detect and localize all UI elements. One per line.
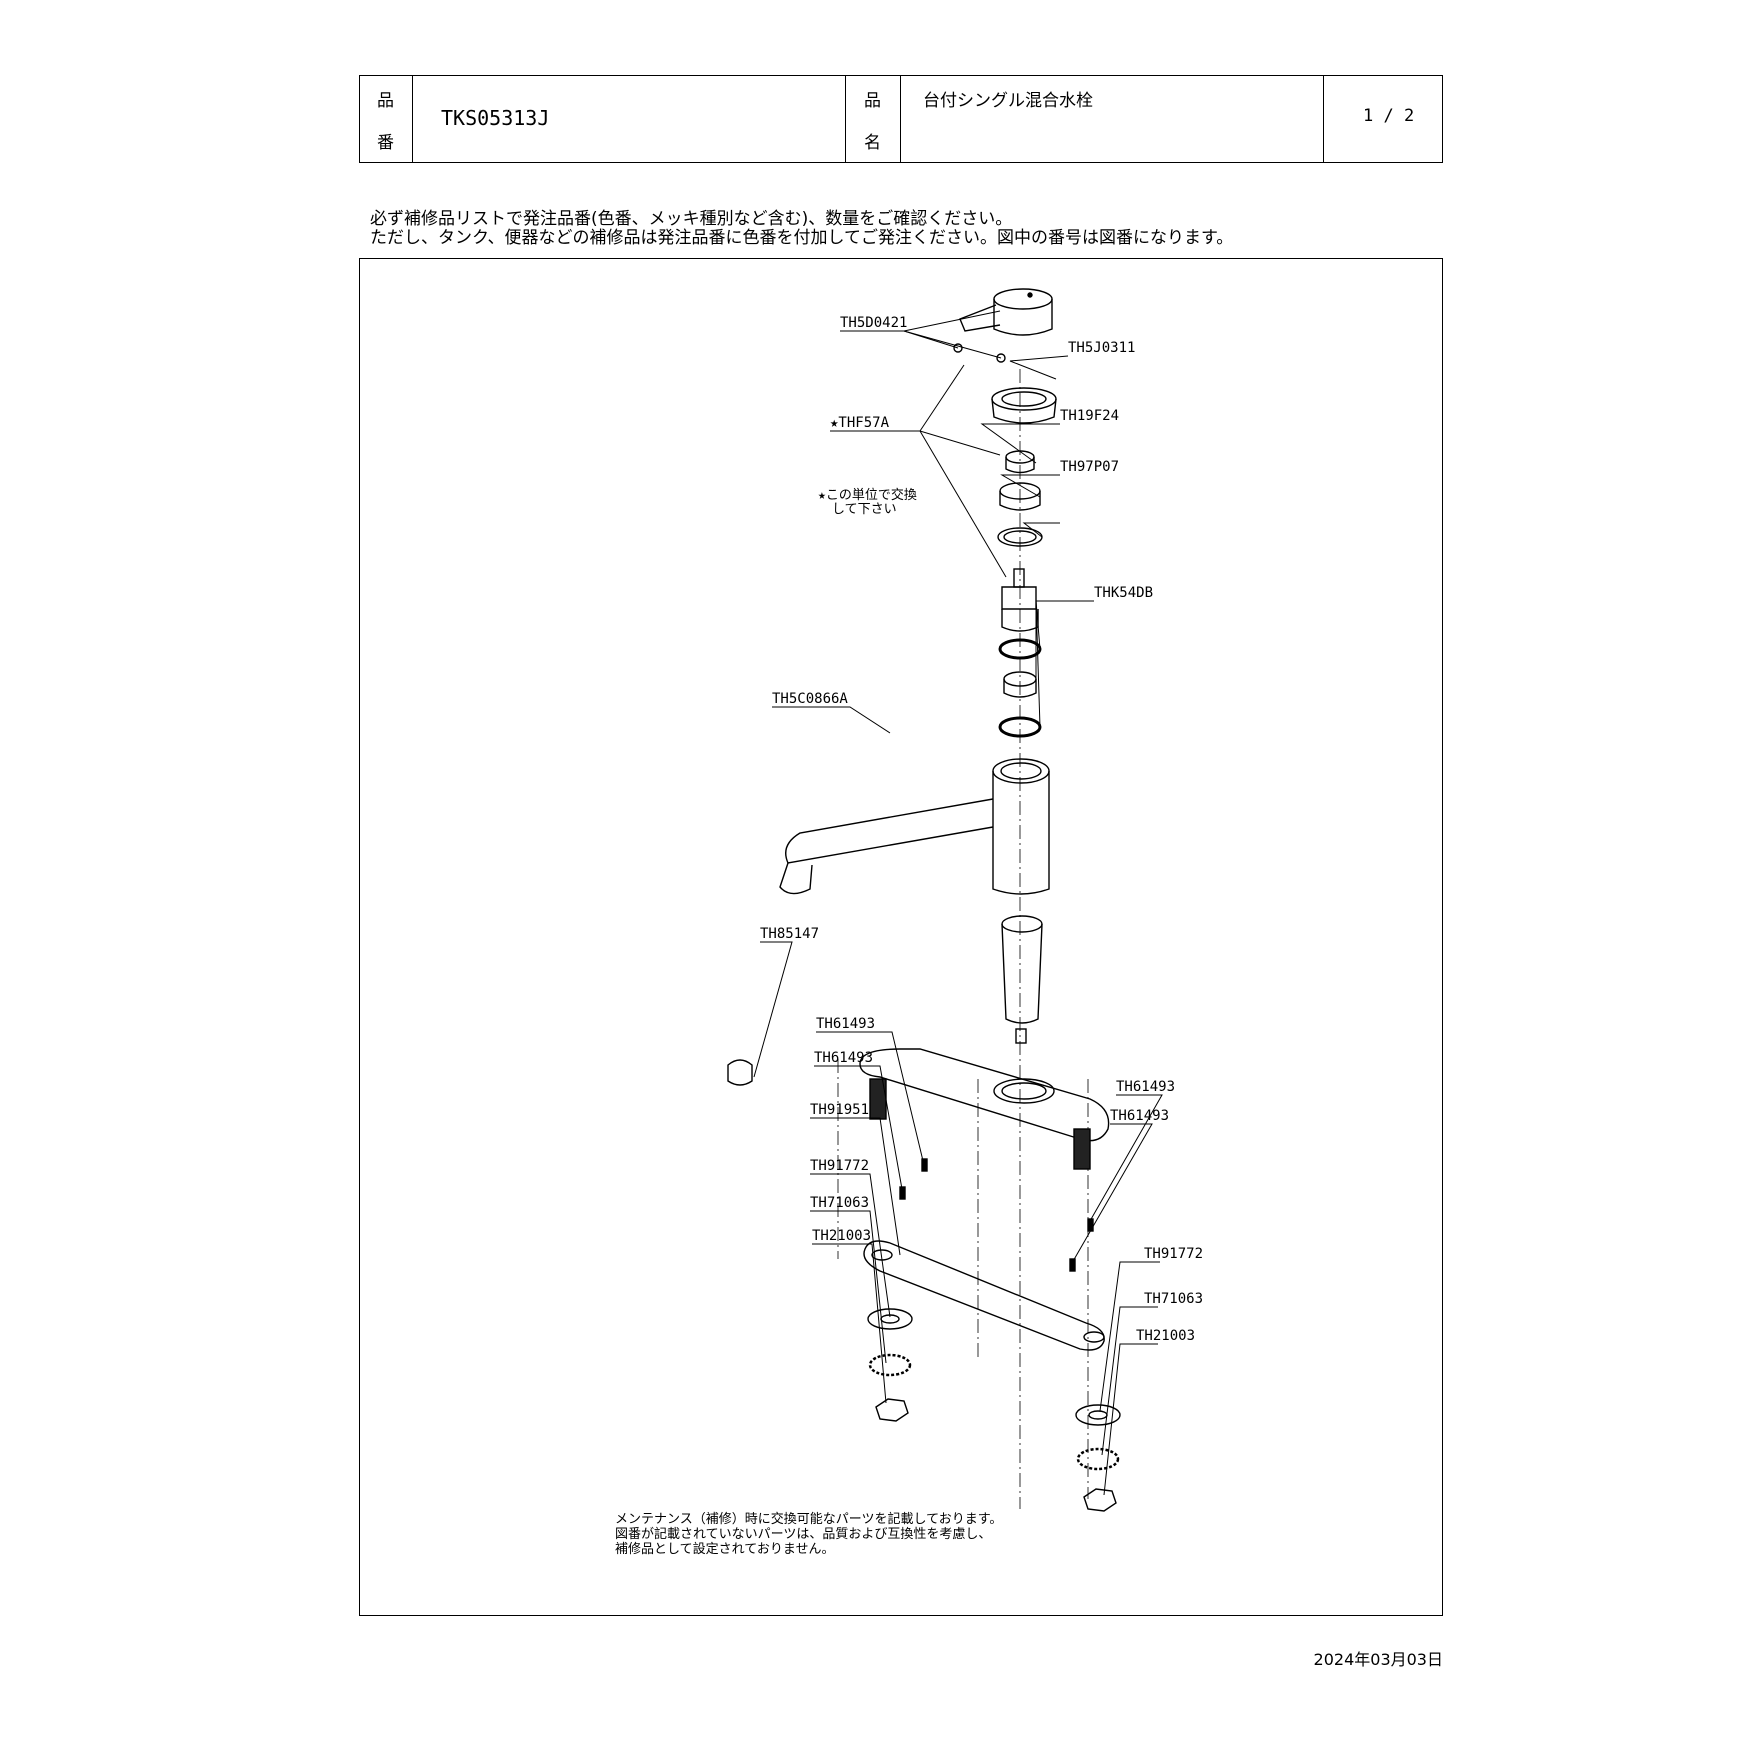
name-label-2: 名 — [864, 133, 881, 153]
note-line-1: 必ず補修品リストで発注品番(色番、メッキ種別など含む)、数量をご確認ください。 — [370, 209, 1013, 229]
part-no-label-1: 品 — [377, 91, 394, 111]
part-label: TH21003 — [1136, 1328, 1195, 1344]
small-screws — [899, 1158, 1094, 1272]
part-label: TH91772 — [1144, 1246, 1203, 1262]
exploded-diagram-frame: TH5D0421 TH5J0311 ★THF57A TH19F24 TH97P0… — [359, 258, 1443, 1616]
nut-ring — [999, 482, 1041, 511]
base-plate — [859, 1048, 1110, 1142]
product-name: 台付シングル混合水栓 — [923, 91, 1093, 111]
faucet-body — [779, 758, 1050, 895]
maintenance-note: メンテナンス（補修）時に交換可能なパーツを記載しております。 図番が記載されてい… — [615, 1512, 1002, 1557]
hex-nut-left — [875, 1398, 909, 1422]
part-label: TH91772 — [810, 1158, 869, 1174]
unit-note-line-2: して下さい — [832, 502, 897, 517]
part-label: TH5D0421 — [840, 315, 907, 331]
hex-nut-right — [1083, 1488, 1117, 1512]
part-label: TH61493 — [1110, 1108, 1169, 1124]
name-label-1: 品 — [864, 91, 881, 111]
shank — [1001, 915, 1043, 1044]
screw-pin — [953, 343, 1006, 363]
part-no-label-2: 番 — [377, 133, 394, 153]
maintenance-note-line-3: 補修品として設定されておりません。 — [615, 1542, 835, 1557]
part-label: TH5J0311 — [1068, 340, 1135, 356]
leader-lines — [753, 310, 1163, 1496]
part-number: TKS05313J — [441, 106, 550, 130]
lock-ring-left — [868, 1353, 912, 1377]
order-notes: 必ず補修品リストで発注品番(色番、メッキ種別など含む)、数量をご確認ください。 … — [370, 210, 1233, 248]
part-label: TH91951 — [810, 1102, 869, 1118]
divider — [1323, 76, 1324, 162]
part-label: TH21003 — [812, 1228, 871, 1244]
divider — [900, 76, 901, 162]
part-label: TH71063 — [1144, 1291, 1203, 1307]
part-label: TH61493 — [814, 1050, 873, 1066]
part-label: TH61493 — [816, 1016, 875, 1032]
maintenance-note-line-1: メンテナンス（補修）時に交換可能なパーツを記載しております。 — [615, 1512, 1003, 1527]
part-label: THK54DB — [1094, 585, 1153, 601]
part-label: TH71063 — [810, 1195, 869, 1211]
lock-ring-right — [1076, 1447, 1120, 1471]
divider — [412, 76, 413, 162]
part-label: ★THF57A — [830, 415, 890, 431]
part-label: TH19F24 — [1060, 408, 1119, 424]
part-label: TH85147 — [760, 926, 819, 942]
issue-date: 2024年03月03日 — [1313, 1650, 1443, 1669]
part-label: TH61493 — [1116, 1079, 1175, 1095]
unit-note-line-1: ★この単位で交換 — [818, 487, 917, 503]
title-block: 品 番 TKS05313J 品 名 台付シングル混合水栓 1 / 2 — [359, 75, 1443, 163]
note-line-2: ただし、タンク、便器などの補修品は発注品番に色番を付加してご発注ください。図中の… — [370, 228, 1234, 248]
exploded-diagram: TH5D0421 TH5J0311 ★THF57A TH19F24 TH97P0… — [727, 288, 1203, 1512]
divider — [845, 76, 846, 162]
part-label: TH97P07 — [1060, 459, 1119, 475]
clip — [727, 1059, 753, 1086]
page-number: 1 / 2 — [1363, 106, 1415, 126]
bottom-plate — [863, 1240, 1105, 1351]
lever-handle — [959, 288, 1053, 336]
washer-left — [867, 1308, 913, 1330]
part-label: TH5C0866A — [772, 691, 848, 707]
cap-ring — [991, 387, 1057, 424]
stud-right — [1073, 1128, 1091, 1170]
maintenance-note-line-2: 図番が記載されていないパーツは、品質および互換性を考慮し、 — [615, 1527, 992, 1542]
